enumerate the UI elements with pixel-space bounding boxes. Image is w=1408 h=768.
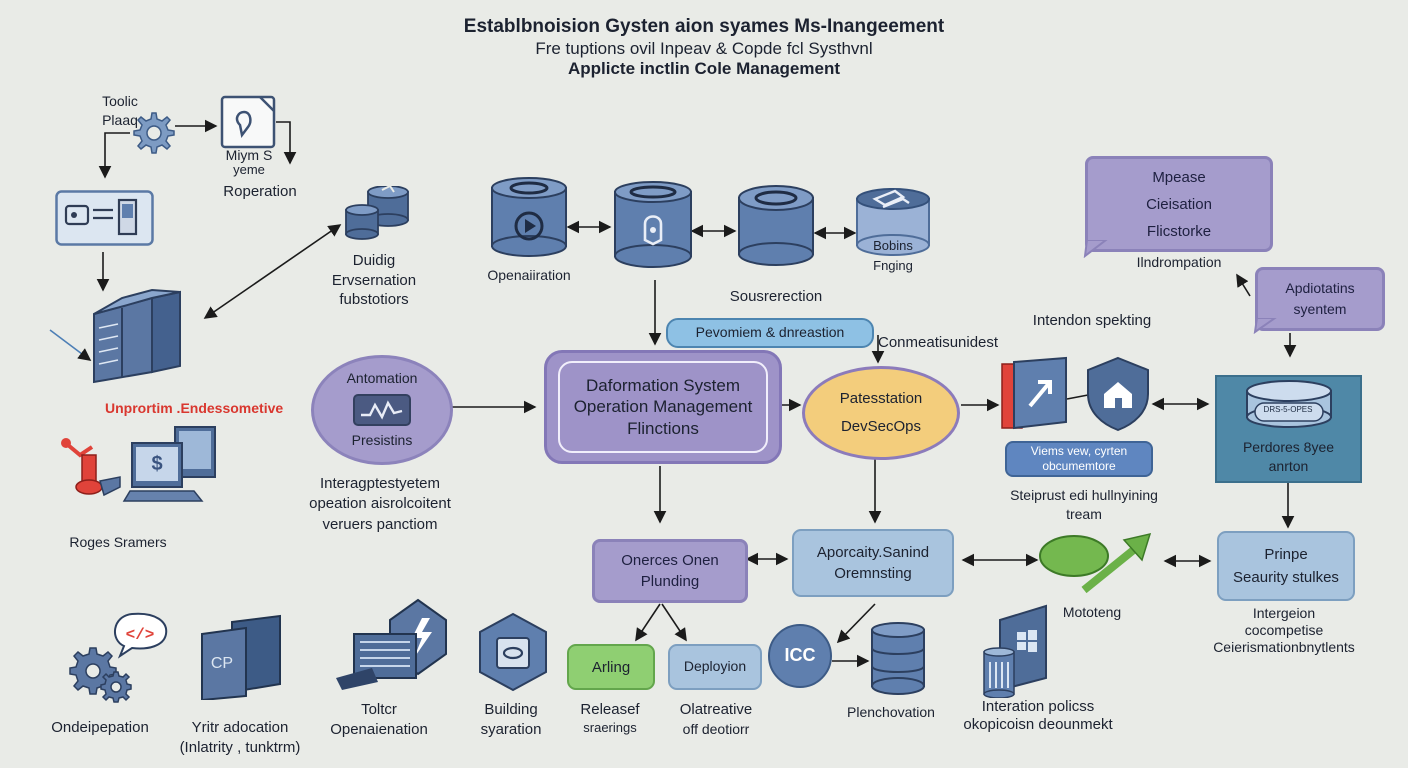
intendon-label: Intendon spekting (1032, 312, 1152, 329)
callout-tail-icon (1253, 318, 1277, 334)
yritr-label: Yritr adocation(Inlatrity , tunktrm) (179, 719, 301, 757)
pevomiem-button[interactable]: Pevomiem & dnreastion (666, 318, 874, 348)
svg-text:$: $ (151, 453, 162, 475)
ondeipepation-label: Ondeipepation (51, 719, 149, 736)
bobins-cylinder (856, 188, 930, 256)
windows-cylinder-icon (983, 604, 1047, 698)
activity-chart-icon (353, 394, 411, 426)
sourcerection-label: Sousrerection (729, 288, 823, 305)
automation-label: Antomation (346, 370, 418, 387)
workstation-icon: $ (61, 426, 216, 502)
diagram-title: Establbnoision Gysten aion syames Ms-Ina… (463, 16, 945, 37)
presistins-label: Presistins (351, 432, 413, 448)
shield-icon (1087, 356, 1149, 432)
cp-text: CP (211, 655, 233, 672)
document-arrow-icon (1001, 356, 1067, 430)
cp-cards-icon: CP (201, 614, 281, 700)
gears-code-icon: </> (69, 612, 168, 703)
building-hex-icon (479, 612, 547, 692)
diagram-heading: Applicte inctlin Cole Management (567, 59, 841, 78)
mototeng-label: Mototeng (1062, 604, 1122, 620)
storage-disk-icon (1246, 380, 1332, 428)
operation-cylinder (491, 177, 567, 257)
roges-label: Roges Sramers (69, 534, 167, 550)
gear-icon (133, 112, 175, 154)
id-card-icon (55, 190, 154, 246)
disk-label: DRS-5-OPES (1263, 405, 1313, 414)
database-stack-icon (345, 186, 409, 240)
source-cylinder (738, 185, 814, 266)
connect-label: Conmeatisunidest (878, 334, 999, 351)
roperation-label: Roperation (223, 183, 297, 200)
security-cylinder (614, 181, 692, 268)
toolbox-bolt-icon (336, 598, 447, 690)
arling-node[interactable]: Arling (567, 644, 655, 690)
plenchovation-label: Plenchovation (847, 704, 935, 720)
icc-node[interactable]: ICC (768, 624, 832, 688)
callout-tail-icon (1083, 240, 1108, 258)
indromp-label: Ilndrompation (1136, 254, 1222, 270)
diagram-subtitle: Fre tuptions ovil Inpeav & Copde fcl Sys… (535, 39, 873, 58)
unprortim-label: Unprortim .Endessometive (105, 400, 284, 416)
operation-label: Openaiiration (487, 267, 571, 283)
server-rack-icon (93, 288, 181, 384)
deployion-node[interactable]: Deployion (668, 644, 762, 690)
document-icon (220, 95, 276, 149)
database-icon (871, 622, 925, 695)
code-tag-icon: </> (126, 626, 155, 644)
automation-node[interactable]: Antomation Presistins (311, 355, 453, 465)
growth-arrow-icon (1039, 532, 1152, 594)
